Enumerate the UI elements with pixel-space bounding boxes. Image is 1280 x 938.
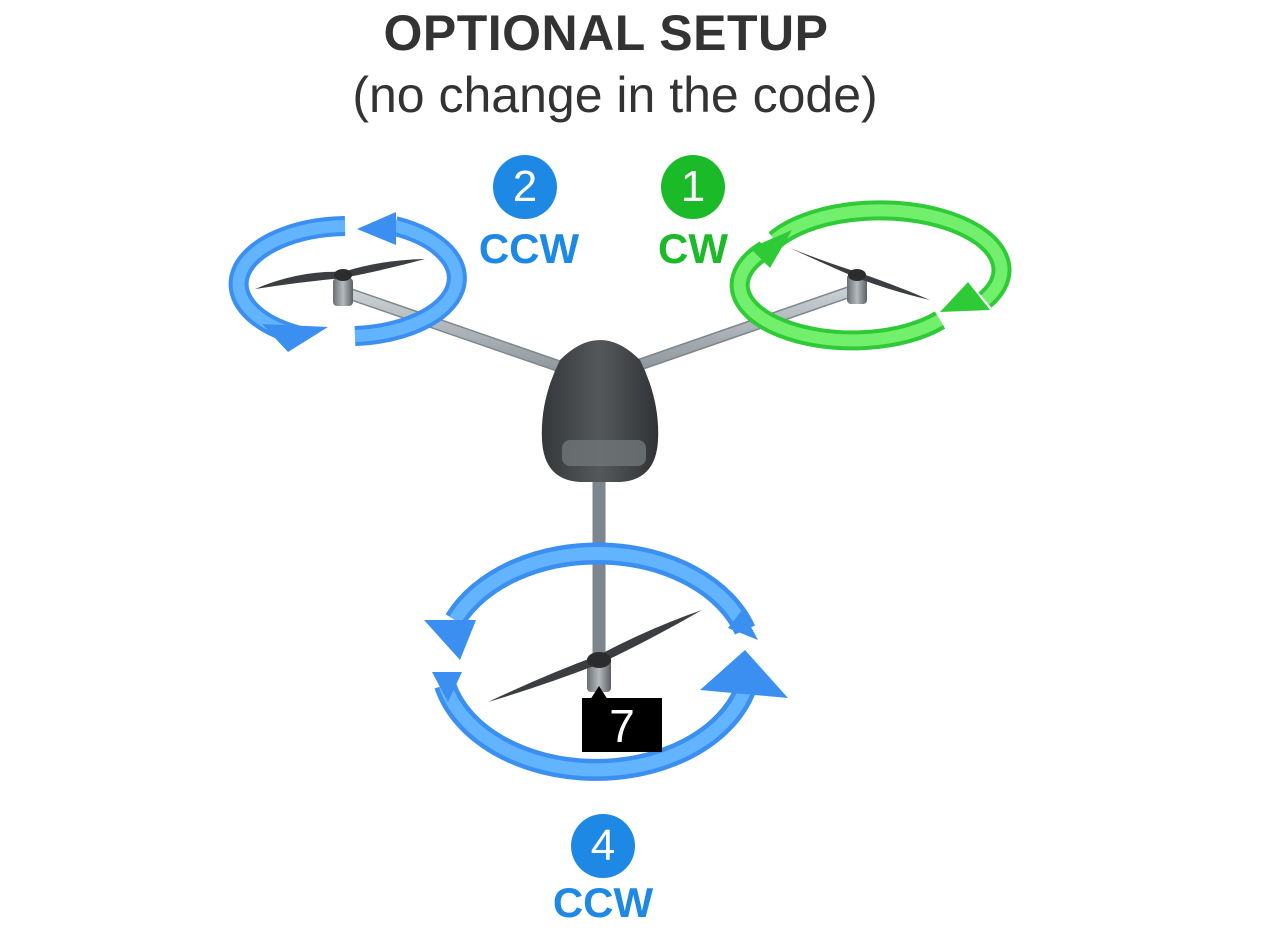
flight-controller-body [541,340,659,482]
motor-2-number-badge: 2 [493,155,557,219]
motor-4-rotation-ring [424,542,788,781]
motor-4-direction-label: CCW [552,879,654,926]
motor-1-direction-label: CW [658,225,728,272]
motor-1-rotation-ring [729,200,1012,351]
motor-1-number-badge: 1 [661,155,725,219]
arm-front-left [344,288,576,376]
page-subtitle: (no change in the code) [352,67,878,123]
motor-2 [255,259,425,306]
motor-4-pin-label: 7 [582,698,662,752]
page-title: OPTIONAL SETUP [383,5,829,61]
pin-callout-pointer [590,686,608,700]
arm-front-right [624,284,861,374]
motor-4 [488,610,702,702]
motor-2-direction-label: CCW [478,225,580,272]
motor-1 [790,248,930,304]
motor-2-rotation-ring [228,212,467,352]
motor-4-number-badge: 4 [571,814,635,878]
